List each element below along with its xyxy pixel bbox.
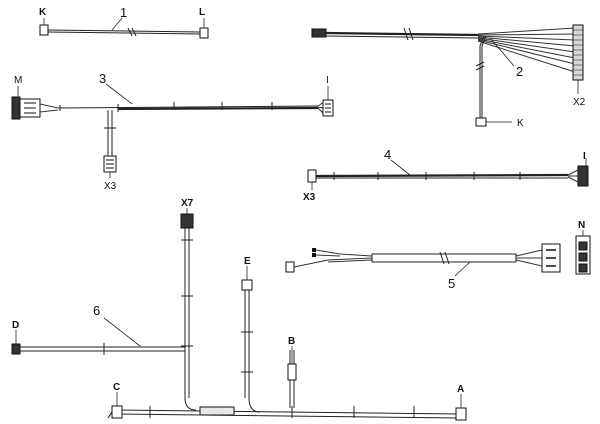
connector-n-pin-2 [578, 252, 588, 262]
harness-5-right-pigtail [515, 249, 543, 267]
harness-6-bottom-clips [149, 406, 415, 418]
label-x3-h4: X3 [303, 192, 316, 203]
harness-2-drop-wire [479, 35, 485, 118]
harness-1: K L 1 [39, 5, 209, 39]
harness-1-cable-lower [47, 31, 201, 35]
label-e: E [244, 256, 251, 267]
connector-x3-h3-pins [106, 159, 114, 169]
label-k-h2: K [517, 118, 524, 129]
harness-number-4: 4 [384, 147, 391, 162]
leader-number-3 [105, 83, 133, 105]
leader-number-4 [390, 159, 411, 176]
harness-5-upper-branch [315, 249, 373, 257]
harness-2-main-cable [325, 31, 479, 37]
harness-1-break-mark [127, 27, 137, 37]
harness-3-clips [59, 102, 273, 112]
label-x2: X2 [573, 97, 586, 108]
harness-2-fan-wires [477, 27, 576, 73]
label-k-top: K [39, 7, 47, 18]
label-m: M [14, 75, 22, 86]
harness-2-drop-wire-2 [481, 35, 487, 118]
harness-number-3: 3 [99, 71, 106, 86]
harness-2-break-mark [403, 27, 414, 41]
harness-5-right-connector-pins [546, 249, 556, 267]
harness-number-1: 1 [120, 5, 127, 20]
harness-5-lower-branch [293, 257, 373, 268]
label-n: N [578, 220, 585, 231]
connector-i-h4 [577, 165, 589, 187]
harness-5-left-connector [285, 261, 295, 273]
harness-number-6: 6 [93, 303, 100, 318]
harness-3: M 3 I X3 [11, 71, 334, 192]
harness-5-terminal-upper [312, 248, 316, 252]
connector-k-h2 [475, 117, 487, 127]
harness-5-sleeve [371, 253, 517, 263]
harness-5: 5 [285, 243, 561, 291]
connector-k-top [39, 24, 49, 36]
harness-6-sleeve [199, 406, 235, 416]
connector-i-h3-pins [325, 103, 331, 113]
harness-4-main-cable [315, 173, 569, 178]
connector-c-tab [107, 411, 113, 419]
label-l: L [199, 7, 205, 18]
label-d: D [12, 320, 19, 331]
harness-6-vertical-trunk [184, 228, 190, 398]
harness-4: 4 I X3 [303, 147, 589, 203]
harness-2-main-cable-lower [325, 35, 479, 39]
harness-3-main-cable-thick [117, 106, 319, 111]
label-b: B [288, 336, 295, 347]
harness-6-branch-e-clips [241, 331, 253, 373]
harness-6-trunk-clips [181, 239, 193, 347]
connector-x2-pins [573, 29, 583, 76]
label-c: C [113, 382, 120, 393]
connector-n-pin-3 [578, 263, 588, 273]
connector-a [455, 407, 467, 421]
label-i-h4: I [583, 151, 586, 162]
harness-3-main-cable [57, 105, 319, 109]
connector-e [241, 279, 253, 291]
harness-2: 2 X2 K [311, 24, 586, 129]
label-i-h3: I [326, 75, 329, 86]
connector-d [11, 343, 21, 355]
harness-2-drop-break [475, 61, 485, 71]
harness-2-left-end [311, 28, 327, 38]
connector-b [287, 363, 297, 381]
harness-3-left-pigtail [39, 103, 59, 113]
connector-x7 [180, 213, 194, 229]
connector-n-pin-1 [578, 241, 588, 251]
harness-number-2: 2 [516, 64, 523, 79]
harness-number-5: 5 [448, 276, 455, 291]
leader-number-1 [111, 17, 123, 31]
leader-number-2 [489, 37, 515, 67]
harness-1-cable [47, 29, 201, 33]
harness-6-branch-d [20, 346, 185, 352]
leader-number-5 [454, 261, 471, 277]
harness-6-bottom-cable [119, 409, 459, 419]
connector-x3-h4 [307, 169, 317, 183]
leader-number-6 [103, 317, 141, 347]
connector-m-pins [24, 102, 36, 114]
harness-6-branch-e [244, 290, 250, 398]
label-x7: X7 [181, 198, 194, 209]
harness-3-branch-x3 [107, 110, 113, 156]
harness-5-break-mark [439, 251, 450, 265]
connector-x2 [572, 24, 584, 81]
connector-n-detail: N [575, 220, 591, 275]
harness-6: X7 E D 6 B C A [11, 198, 467, 421]
label-x3-h3: X3 [104, 181, 117, 192]
connector-m [11, 96, 21, 120]
harness-4-clips [333, 172, 521, 180]
harness-4-right-pigtail [567, 169, 579, 183]
connector-c [111, 405, 123, 419]
connector-l [199, 27, 209, 39]
harness-6-bottom-bends [184, 397, 261, 413]
label-a: A [457, 384, 464, 395]
harness-5-terminal-lower [312, 253, 316, 257]
